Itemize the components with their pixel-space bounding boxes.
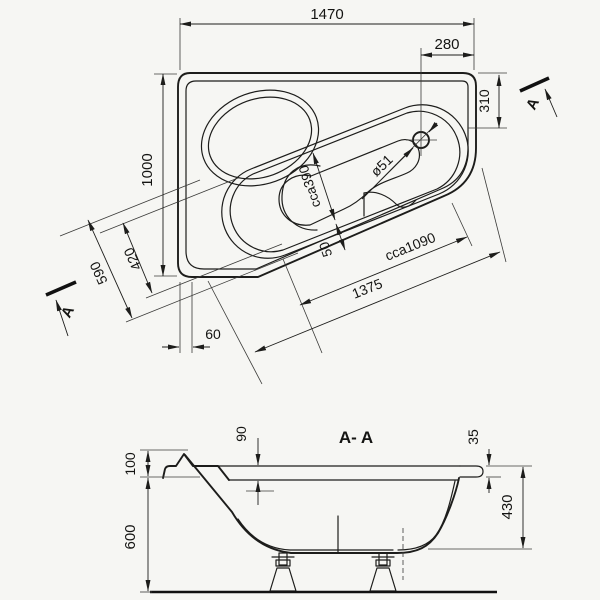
- section-plane-bottom: [45, 280, 77, 297]
- drain-leader-arrow-2: [428, 122, 439, 133]
- leg-right: [369, 552, 397, 592]
- dim-label-50: 50: [316, 240, 335, 259]
- dim-label-430: 430: [499, 494, 516, 519]
- dim-line-1375: [254, 251, 501, 353]
- dim-label-cca390: cca390: [296, 163, 324, 209]
- dim-line-cca390: [312, 152, 336, 221]
- section-dimension-lines: [145, 438, 526, 592]
- basin-outer: [221, 104, 469, 259]
- dim-label-cca1090: cca1090: [383, 229, 438, 264]
- top-view: 1470 280 310 1000 60 590 420 cca390 50 ø…: [45, 6, 558, 385]
- section-title: A- A: [339, 428, 373, 447]
- dim-line-590: [87, 219, 133, 319]
- section-letter-top: A: [523, 95, 543, 113]
- section-view: A- A: [122, 426, 532, 594]
- section-extension-lines: [140, 449, 532, 593]
- tub-outer-outline: [177, 72, 477, 278]
- section-plane-top: [519, 76, 550, 93]
- seat-edge: [363, 191, 417, 208]
- dim-label-35: 35: [465, 429, 481, 445]
- dim-label-drain-diameter: ø51: [367, 151, 396, 179]
- dim-line-420: [122, 222, 153, 294]
- headrest-inner: [207, 96, 313, 180]
- backrest-contour: [281, 164, 321, 231]
- dim-label-1470: 1470: [310, 6, 343, 23]
- inner-wall-right: [397, 480, 456, 551]
- leg-left: [269, 552, 297, 592]
- headrest-outer: [200, 89, 320, 187]
- dim-label-100: 100: [122, 452, 138, 476]
- dim-label-90: 90: [233, 426, 249, 442]
- inner-shell: [237, 518, 394, 551]
- dim-label-280: 280: [434, 36, 459, 53]
- body-slope: [184, 454, 460, 554]
- basin-inner: [229, 110, 461, 253]
- drain-leader-arrow-1: [361, 147, 414, 200]
- section-arrow-bottom: [55, 299, 69, 337]
- dim-label-1375: 1375: [350, 275, 385, 302]
- section-cut-markers: [45, 76, 558, 337]
- tub-inner-rim: [185, 80, 469, 270]
- section-letter-bottom: A: [58, 303, 78, 321]
- dim-label-600: 600: [122, 524, 139, 549]
- dimension-lines: [87, 21, 502, 353]
- dim-label-60: 60: [205, 326, 221, 342]
- dim-label-1000: 1000: [139, 153, 156, 186]
- section-arrow-top: [544, 88, 558, 118]
- dim-label-420: 420: [120, 245, 144, 273]
- dim-label-310: 310: [476, 89, 492, 113]
- rim-lip-right: [459, 465, 484, 478]
- dim-line-50: [335, 223, 346, 251]
